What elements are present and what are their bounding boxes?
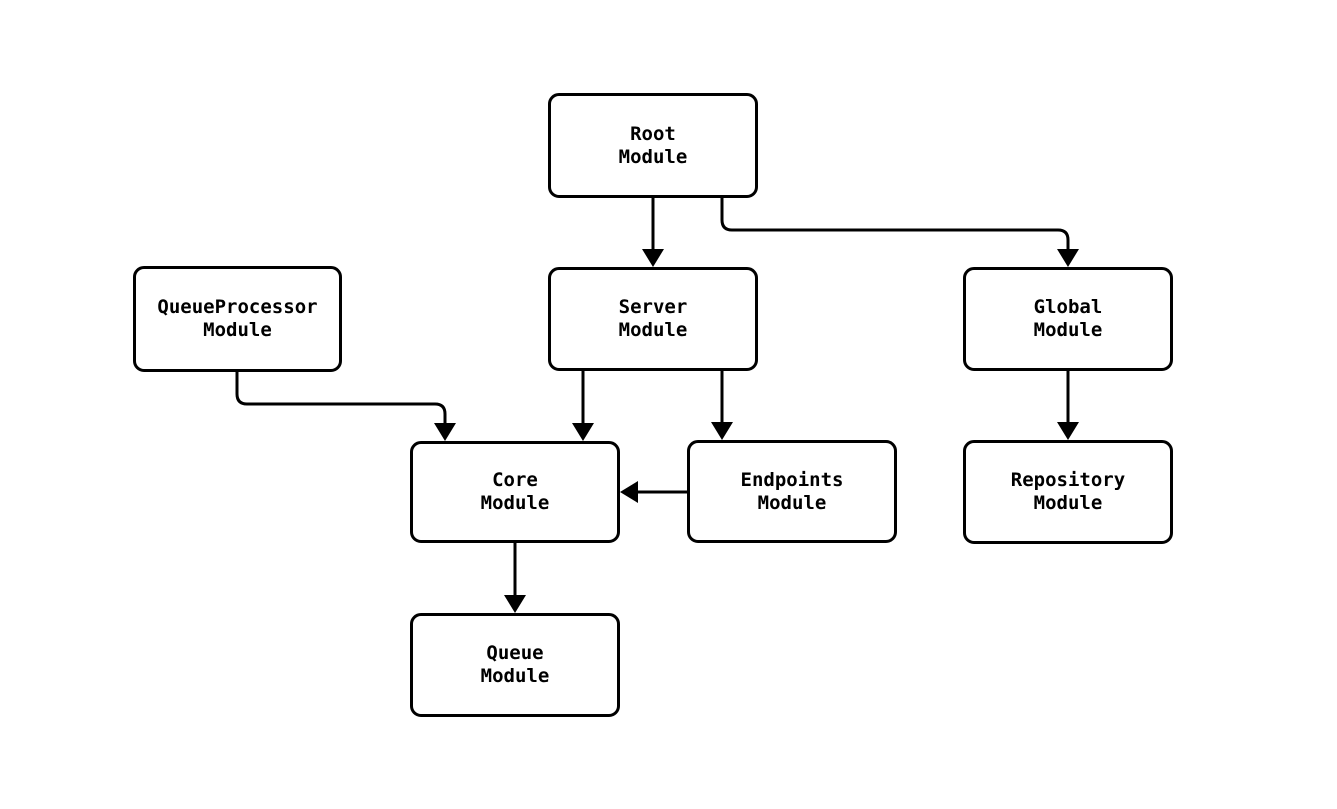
arrowhead-icon: [1057, 249, 1079, 267]
node-label-secondary: Module: [203, 319, 272, 341]
edge-line: [720, 198, 1070, 249]
edge-global-to-repository: [1057, 371, 1079, 440]
edge-queueprocessor-to-core: [235, 372, 456, 441]
node-label-primary: Repository: [1010, 469, 1126, 491]
edge-server-to-endpoints: [711, 371, 733, 440]
node-label-primary: Root: [630, 122, 676, 145]
node-label-secondary: Module: [757, 491, 827, 514]
edge-core-to-queue: [504, 543, 526, 613]
node-label-primary: Core: [492, 469, 538, 491]
node-label-primary: Global: [1033, 296, 1103, 318]
node-label-secondary: Module: [1033, 492, 1103, 514]
arrowhead-icon: [434, 423, 456, 441]
node-label-secondary: Module: [480, 492, 550, 514]
arrowhead-icon: [620, 481, 638, 503]
node-label-secondary: Module: [480, 665, 550, 687]
edge-line: [235, 372, 447, 423]
node-label-primary: QueueProcessor: [157, 296, 318, 318]
arrowhead-icon: [1057, 422, 1079, 440]
edge-root-to-global: [720, 198, 1079, 267]
node-label-primary: Server: [618, 296, 688, 318]
node-label-secondary: Module: [618, 145, 688, 168]
node-label-primary: Endpoints: [740, 468, 844, 491]
node-label-secondary: Module: [1033, 319, 1103, 341]
edge-server-to-core: [572, 371, 594, 441]
arrowhead-icon: [711, 422, 733, 440]
edge-endpoints-to-core: [620, 481, 687, 503]
node-label-primary: Queue: [486, 642, 544, 664]
arrowhead-icon: [572, 423, 594, 441]
arrowhead-icon: [642, 249, 664, 267]
node-label-secondary: Module: [618, 319, 688, 341]
arrowhead-icon: [504, 595, 526, 613]
edge-root-to-server: [642, 198, 664, 267]
